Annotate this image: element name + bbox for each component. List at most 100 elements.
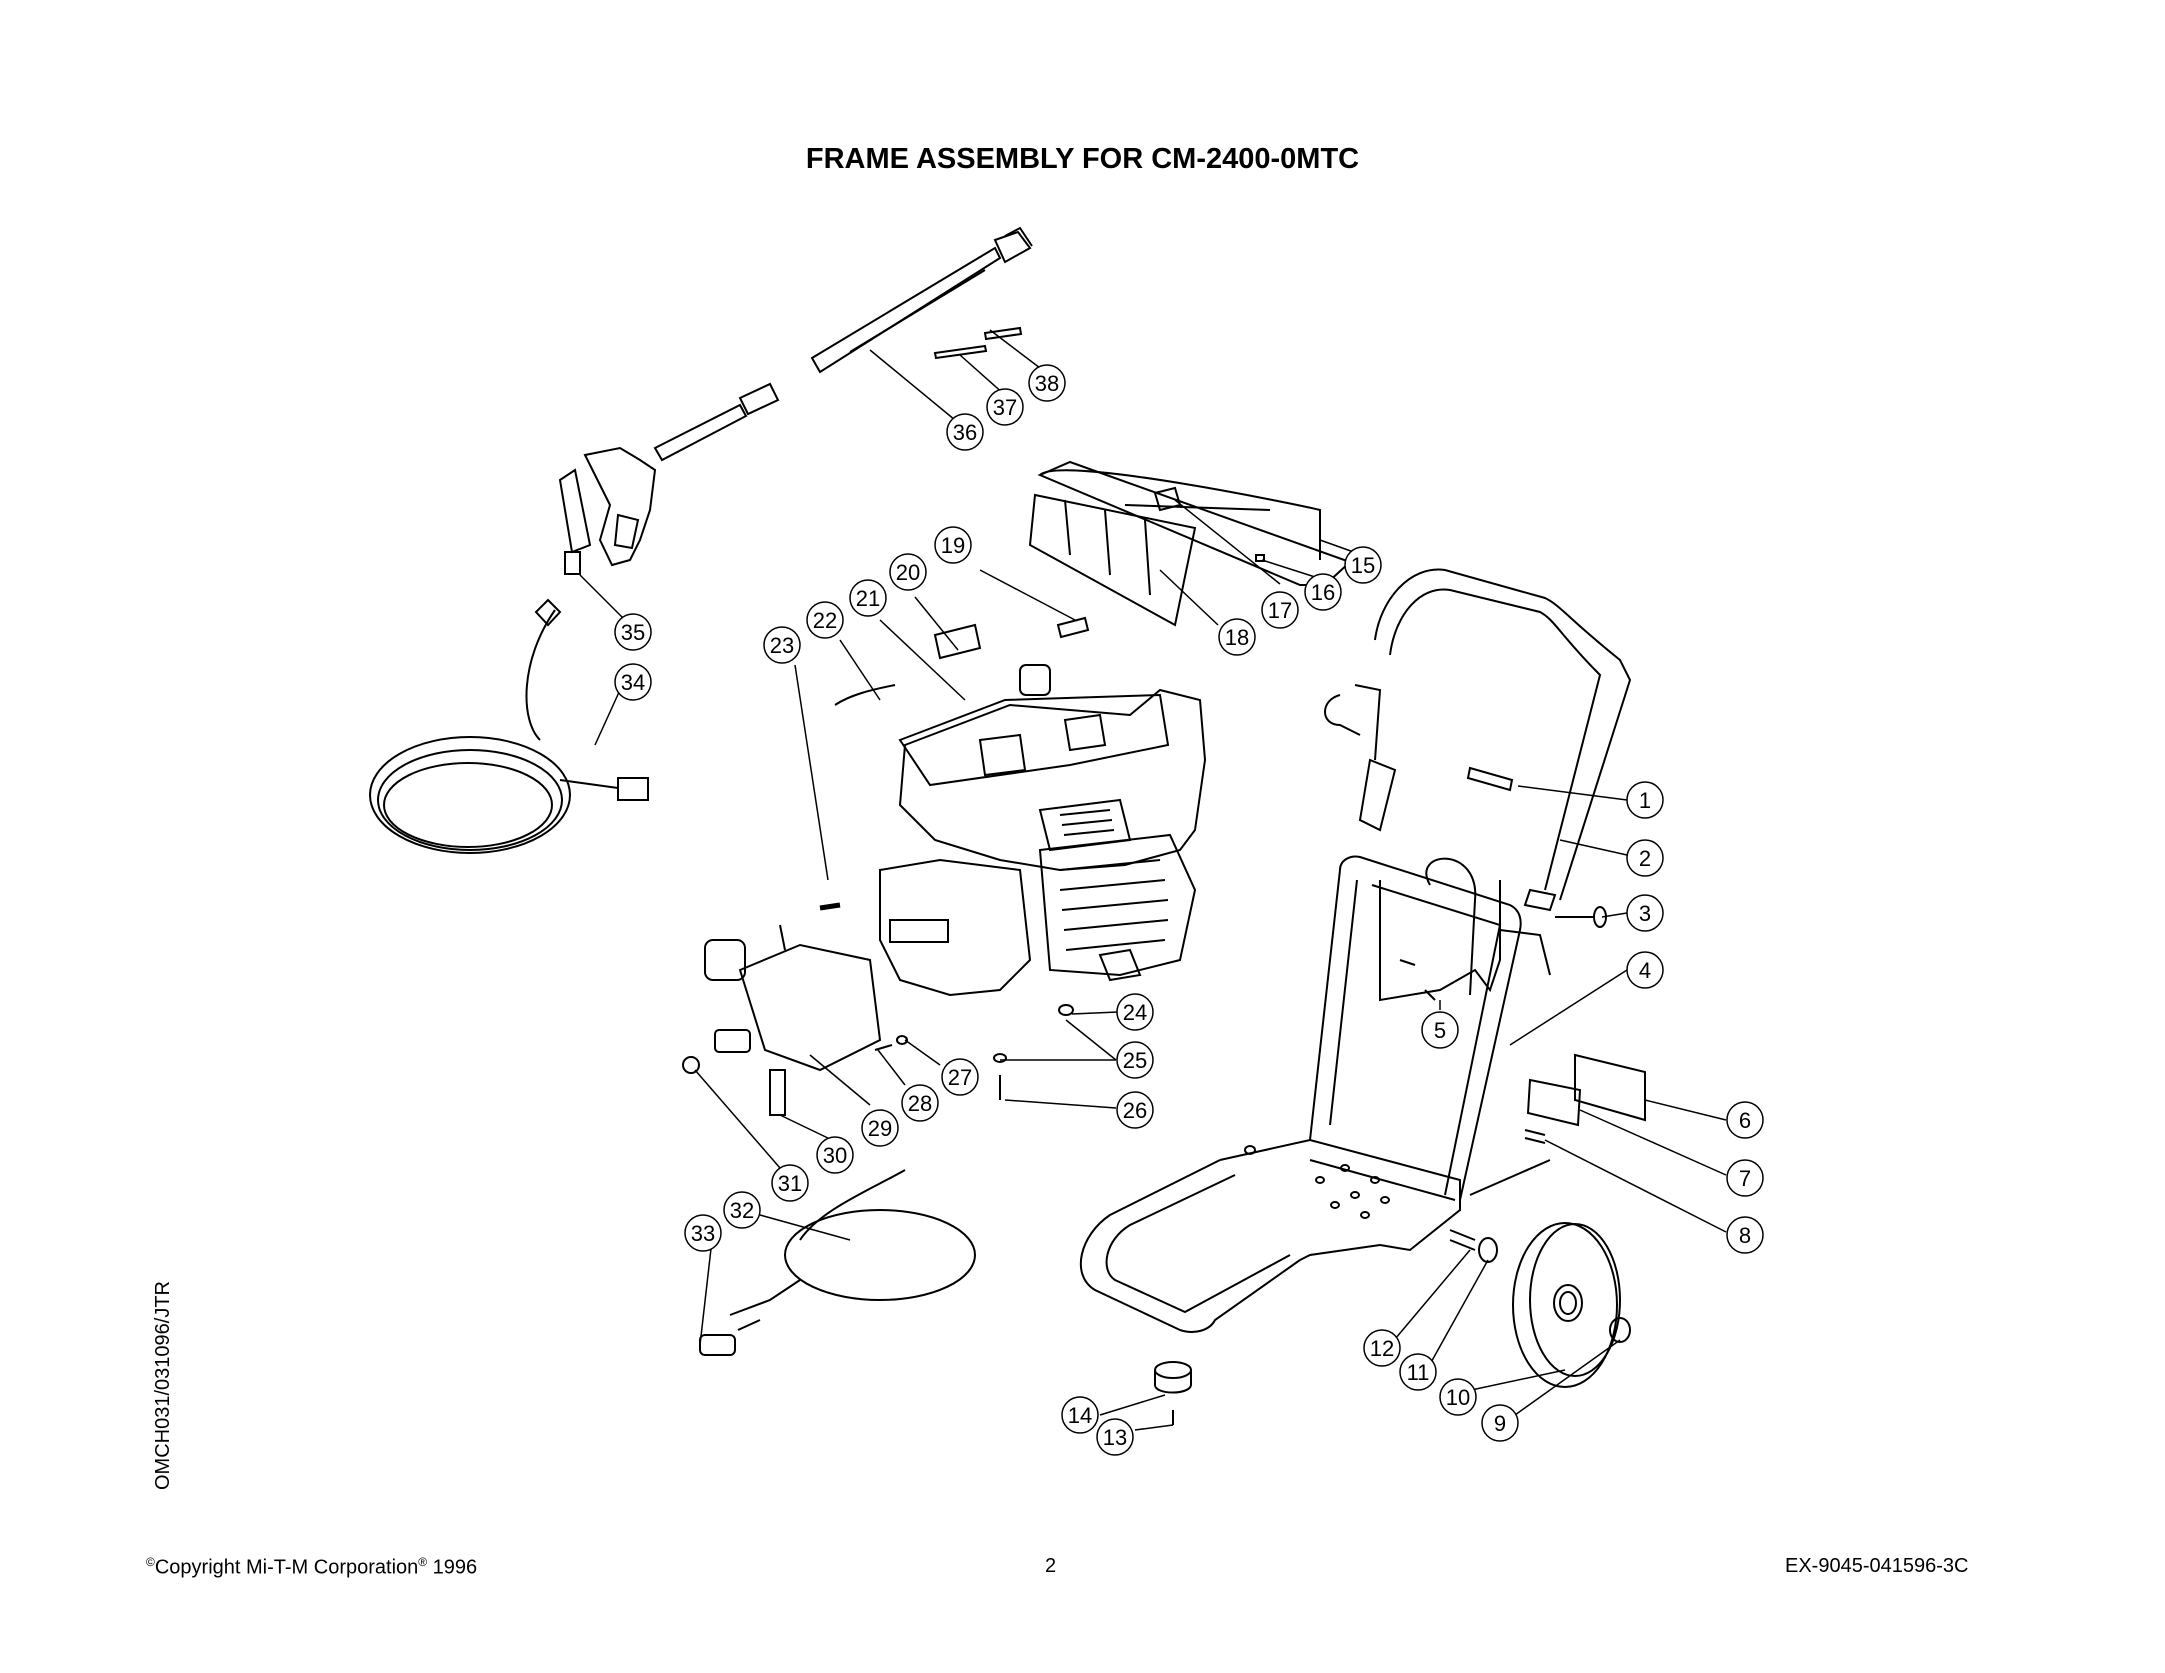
callout-label: 34: [621, 670, 645, 695]
callout-label: 2: [1639, 846, 1651, 871]
callout-25: 25: [1116, 1041, 1154, 1079]
callout-28: 28: [901, 1084, 939, 1122]
callout-label: 10: [1446, 1385, 1470, 1410]
callout-7: 7: [1726, 1159, 1764, 1197]
callout-37: 37: [986, 388, 1024, 426]
callout-31: 31: [771, 1164, 809, 1202]
callout-label: 5: [1434, 1018, 1446, 1043]
callout-label: 15: [1351, 553, 1375, 578]
callout-9: 9: [1481, 1404, 1519, 1442]
callout-label: 38: [1035, 371, 1059, 396]
callout-21: 21: [849, 579, 887, 617]
callout-label: 17: [1268, 598, 1292, 623]
callout-label: 11: [1407, 1360, 1430, 1385]
callout-24: 24: [1116, 993, 1154, 1031]
callout-label: 16: [1311, 580, 1335, 605]
callout-13: 13: [1096, 1418, 1134, 1456]
callout-17: 17: [1261, 591, 1299, 629]
callout-label: 25: [1123, 1048, 1147, 1073]
callout-16: 16: [1304, 573, 1342, 611]
callout-23: 23: [763, 626, 801, 664]
callout-33: 33: [684, 1214, 722, 1252]
engine-decals-drawing: [819, 616, 1090, 911]
callout-label: 1: [1639, 788, 1651, 813]
callout-14: 14: [1061, 1396, 1099, 1434]
registered-symbol: ®: [418, 1555, 428, 1569]
callout-38: 38: [1028, 364, 1066, 402]
callout-label: 23: [770, 633, 794, 658]
callout-label: 28: [908, 1091, 932, 1116]
callout-26: 26: [1116, 1091, 1154, 1129]
callout-label: 37: [993, 395, 1017, 420]
callout-label: 35: [621, 620, 645, 645]
callout-19: 19: [934, 526, 972, 564]
callout-22: 22: [806, 601, 844, 639]
callout-label: 6: [1739, 1108, 1751, 1133]
callout-label: 31: [778, 1171, 802, 1196]
callout-20: 20: [889, 553, 927, 591]
inlet-hose-drawing: [699, 1169, 976, 1356]
callout-numbers: 1 2 3 4 5 6 7 8 9 10 11 12 13 14 15 16 1…: [614, 364, 1764, 1456]
frame-labels-drawing: [1524, 1053, 1646, 1144]
callout-1: 1: [1626, 781, 1664, 819]
callout-label: 12: [1370, 1336, 1394, 1361]
wand-decals-drawing: [933, 326, 1023, 360]
copyright-year: 1996: [427, 1556, 478, 1579]
callout-12: 12: [1363, 1329, 1401, 1367]
callout-label: 32: [730, 1198, 754, 1223]
callout-label: 9: [1494, 1411, 1506, 1436]
callout-label: 3: [1639, 901, 1651, 926]
callout-3: 3: [1626, 894, 1664, 932]
foot-drawing: [1154, 1361, 1192, 1425]
leader-lines: [579, 329, 1727, 1431]
wheel-drawing: [1449, 1222, 1631, 1388]
callout-4: 4: [1626, 951, 1664, 989]
callout-label: 14: [1068, 1403, 1092, 1428]
callout-label: 33: [691, 1221, 715, 1246]
callout-label: 7: [1739, 1166, 1751, 1191]
callout-label: 18: [1225, 625, 1249, 650]
callout-32: 32: [723, 1191, 761, 1229]
callout-35: 35: [614, 613, 652, 651]
callout-label: 20: [896, 560, 920, 585]
callout-label: 36: [953, 420, 977, 445]
document-number: EX-9045-041596-3C: [1785, 1555, 1969, 1577]
pump-drawing: [682, 924, 882, 1116]
callout-11: 11: [1399, 1353, 1437, 1391]
callout-label: 19: [941, 533, 965, 558]
bolts-and-washers-drawing: [874, 1004, 1074, 1100]
callout-label: 29: [868, 1116, 892, 1141]
callout-10: 10: [1439, 1378, 1477, 1416]
control-panel-drawing: [1028, 460, 1352, 627]
callout-label: 26: [1123, 1098, 1147, 1123]
callout-15: 15: [1344, 546, 1382, 584]
page-number: 2: [1045, 1555, 1057, 1577]
page-title: FRAME ASSEMBLY FOR CM-2400-0MTC: [805, 143, 1360, 175]
callout-5: 5: [1421, 1011, 1459, 1049]
copyright-symbol: ©: [146, 1555, 155, 1569]
callout-label: 22: [813, 608, 837, 633]
callout-34: 34: [614, 663, 652, 701]
footer-copyright: ©Copyright Mi-T-M Corporation® 1996: [146, 1555, 477, 1580]
callout-label: 8: [1739, 1223, 1751, 1248]
document-side-code: OMCH031/031096/JTR: [152, 1281, 174, 1490]
handle-drawing: [1324, 568, 1632, 928]
callout-label: 27: [948, 1065, 972, 1090]
engine-drawing: [879, 664, 1207, 997]
high-pressure-hose-drawing: [369, 598, 649, 854]
callout-8: 8: [1726, 1216, 1764, 1254]
copyright-text: Copyright Mi-T-M Corporation: [154, 1556, 419, 1579]
callout-18: 18: [1218, 618, 1256, 656]
callout-label: 4: [1639, 958, 1651, 983]
callout-label: 21: [856, 586, 880, 611]
callout-36: 36: [946, 413, 984, 451]
callout-27: 27: [941, 1058, 979, 1096]
callout-label: 13: [1103, 1425, 1127, 1450]
callout-29: 29: [861, 1109, 899, 1147]
callout-2: 2: [1626, 839, 1664, 877]
callout-label: 24: [1123, 1000, 1147, 1025]
callout-30: 30: [816, 1136, 854, 1174]
callout-label: 30: [823, 1143, 847, 1168]
cart-frame-drawing: [1079, 855, 1551, 1333]
